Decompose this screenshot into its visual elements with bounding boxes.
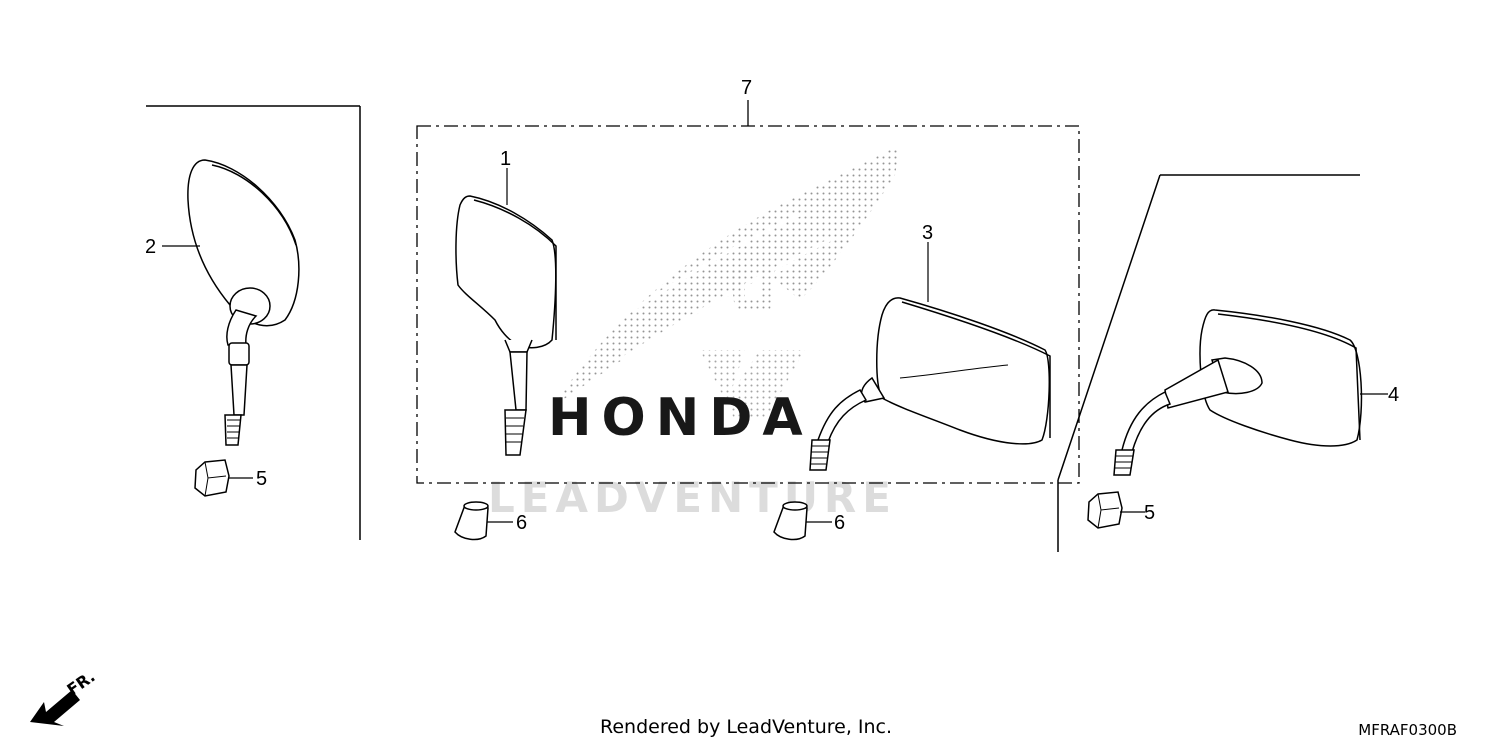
cap-left (454, 501, 489, 541)
mirror-set-left (455, 195, 557, 456)
diagram-code: MFRAF0300B (1358, 721, 1457, 739)
callout-1: 1 (500, 148, 511, 170)
footer-credit: Rendered by LeadVenture, Inc. (600, 716, 893, 738)
nut-left (194, 459, 230, 497)
callout-3: 3 (922, 222, 933, 244)
callout-6-left: 6 (516, 512, 527, 534)
mirror-rectangular-right (1113, 309, 1363, 476)
mirror-set-right (809, 297, 1051, 471)
honda-watermark-text: HONDA (548, 388, 813, 448)
honda-wing-watermark: HONDA (548, 145, 900, 448)
callout-2: 2 (145, 236, 156, 258)
callout-5-right: 5 (1144, 502, 1155, 524)
leadventure-watermark: LEADVENTURE (488, 473, 897, 522)
right-panel-frame (1057, 174, 1360, 552)
nut-right (1087, 491, 1123, 529)
callout-6-right: 6 (834, 512, 845, 534)
mirror-set-box (416, 100, 1080, 484)
left-panel-frame (146, 105, 361, 540)
mirror-oval-left (187, 159, 300, 446)
front-direction-arrow-icon: FR. (30, 667, 99, 726)
cap-right (773, 501, 808, 541)
leader-lines (162, 168, 1388, 523)
callout-5-left: 5 (256, 468, 267, 490)
callout-4: 4 (1388, 384, 1399, 406)
callout-7: 7 (741, 77, 752, 99)
